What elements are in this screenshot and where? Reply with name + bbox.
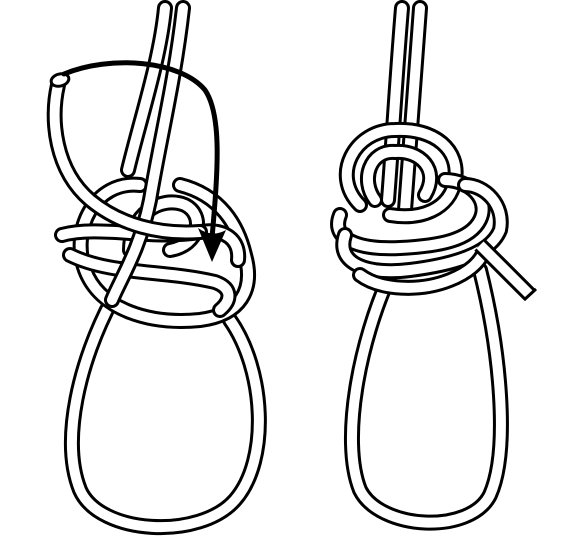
- step-1-arrow: [61, 60, 226, 262]
- step-2-wraps: [330, 172, 509, 296]
- step-1-standing-part: [104, 0, 191, 308]
- step-2-tail: [474, 239, 538, 302]
- step-2-bottom-loop: [344, 262, 509, 531]
- step-1-figure: [46, 0, 267, 536]
- step-2-figure: [330, 0, 538, 531]
- step-1-bottom-loop: [64, 292, 267, 536]
- curved-arrow-icon: [61, 60, 220, 241]
- arrowhead-icon: [198, 228, 226, 262]
- rope-end-icon: [49, 72, 71, 88]
- step-1-working-end: [46, 72, 208, 241]
- step-2-standing-part: [380, 0, 428, 218]
- step-2-collar: [338, 121, 464, 225]
- rope-cut-end-icon: [522, 287, 538, 302]
